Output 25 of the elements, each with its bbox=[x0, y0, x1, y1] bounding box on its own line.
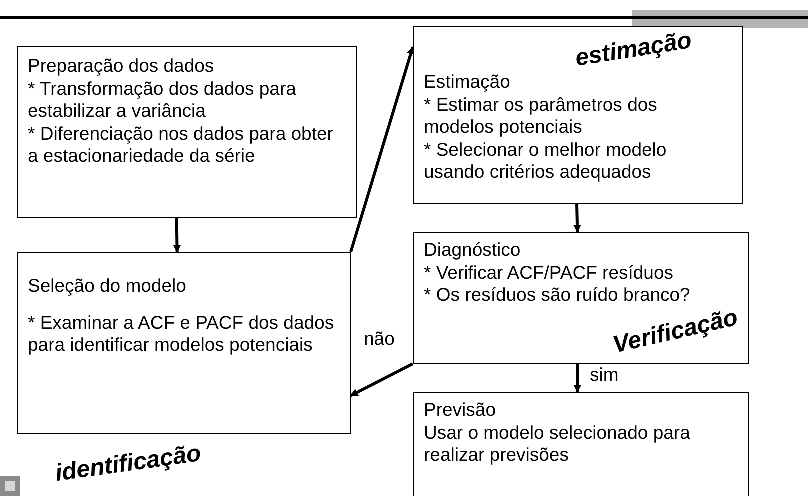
process-box bbox=[413, 232, 749, 364]
process-box bbox=[413, 392, 749, 496]
box-text: * Diferenciação nos dados para obter a estacionariedade da série bbox=[28, 122, 334, 168]
stage-label: identificação bbox=[54, 440, 203, 488]
stage-label: estimação bbox=[574, 27, 694, 73]
box-text: * Examinar a ACF e PACF dos dados para identificar modelos potenciais bbox=[28, 312, 336, 357]
box-heading: Previsão bbox=[424, 399, 497, 422]
box-text: Usar o modelo selecionado para realizar previsões bbox=[424, 422, 692, 467]
box-text: * Estimar os parâmetros dos modelos potenciais bbox=[424, 94, 658, 139]
box-heading: Seleção do modelo bbox=[28, 275, 188, 298]
box-heading: Preparação dos dados bbox=[28, 55, 216, 78]
arrow bbox=[173, 218, 182, 253]
arrow bbox=[573, 204, 582, 233]
box-text: * Transformação dos dados para estabilizar a variância bbox=[28, 78, 298, 123]
box-text: * Verificar ACF/PACF resíduos bbox=[424, 262, 674, 284]
arrow bbox=[574, 364, 582, 393]
box-text: * Os resíduos são ruído branco? bbox=[424, 284, 692, 307]
process-box bbox=[17, 252, 351, 434]
box-heading: Estimação bbox=[424, 71, 512, 94]
box-text: * Selecionar o melhor modelo usando critérios adequados bbox=[424, 138, 668, 184]
process-box bbox=[413, 26, 743, 204]
process-box bbox=[17, 46, 357, 218]
arrow bbox=[350, 46, 415, 252]
box-heading: Diagnóstico bbox=[424, 239, 522, 262]
arrow bbox=[350, 362, 414, 398]
